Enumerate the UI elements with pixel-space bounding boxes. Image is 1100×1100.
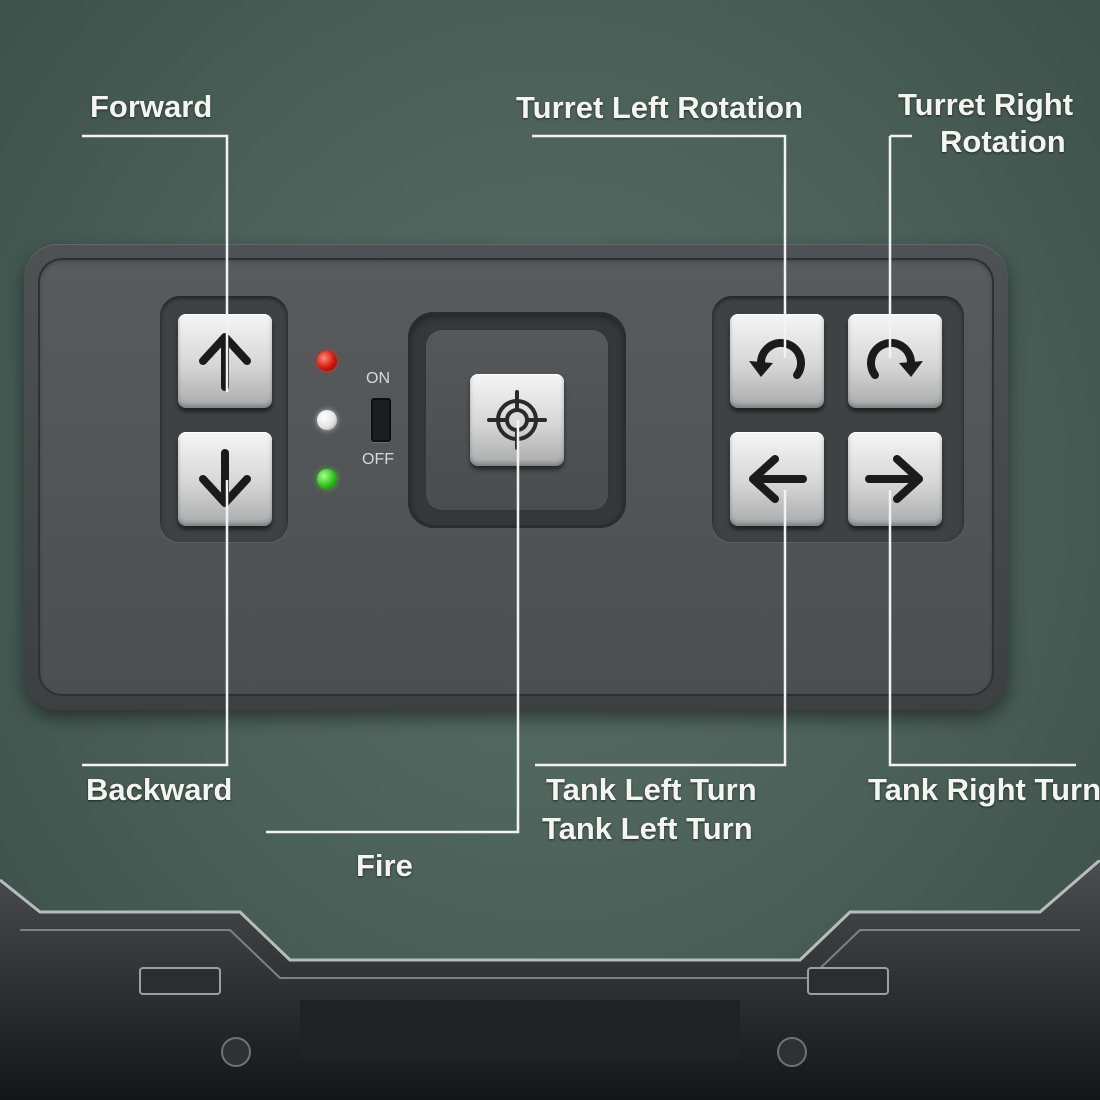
label-turret-right-rotation-line1: Turret Right bbox=[898, 87, 1074, 122]
tank-right-turn-button[interactable] bbox=[848, 432, 942, 526]
turret-right-rotation-button[interactable] bbox=[848, 314, 942, 408]
status-led-green bbox=[317, 469, 337, 489]
label-tank-right-turn: Tank Right Turn bbox=[868, 772, 1100, 807]
label-backward: Backward bbox=[86, 772, 233, 807]
label-tank-left-turn-duplicate: Tank Left Turn bbox=[542, 811, 753, 846]
backward-button[interactable] bbox=[178, 432, 272, 526]
rotate-ccw-icon bbox=[749, 339, 805, 379]
arrow-down-icon bbox=[199, 449, 251, 507]
label-forward: Forward bbox=[90, 89, 213, 124]
tank-left-turn-button[interactable] bbox=[730, 432, 824, 526]
status-led-white bbox=[317, 410, 337, 430]
rotate-cw-icon bbox=[867, 339, 923, 379]
label-turret-right-rotation-line2: Rotation bbox=[940, 124, 1066, 159]
label-turret-left-rotation: Turret Left Rotation bbox=[516, 90, 804, 125]
metal-frame-bezel bbox=[0, 860, 1100, 1100]
status-led-red bbox=[317, 351, 337, 371]
arrow-up-icon bbox=[199, 333, 251, 391]
label-tank-left-turn: Tank Left Turn bbox=[546, 772, 757, 807]
fire-button[interactable] bbox=[470, 374, 564, 466]
turret-left-rotation-button[interactable] bbox=[730, 314, 824, 408]
arrow-right-icon bbox=[865, 455, 923, 503]
label-fire: Fire bbox=[356, 848, 413, 883]
power-toggle-switch[interactable] bbox=[371, 398, 391, 442]
forward-button[interactable] bbox=[178, 314, 272, 408]
switch-off-label: OFF bbox=[362, 451, 394, 468]
switch-on-label: ON bbox=[366, 370, 390, 387]
crosshair-icon bbox=[487, 390, 547, 450]
arrow-left-icon bbox=[749, 455, 807, 503]
